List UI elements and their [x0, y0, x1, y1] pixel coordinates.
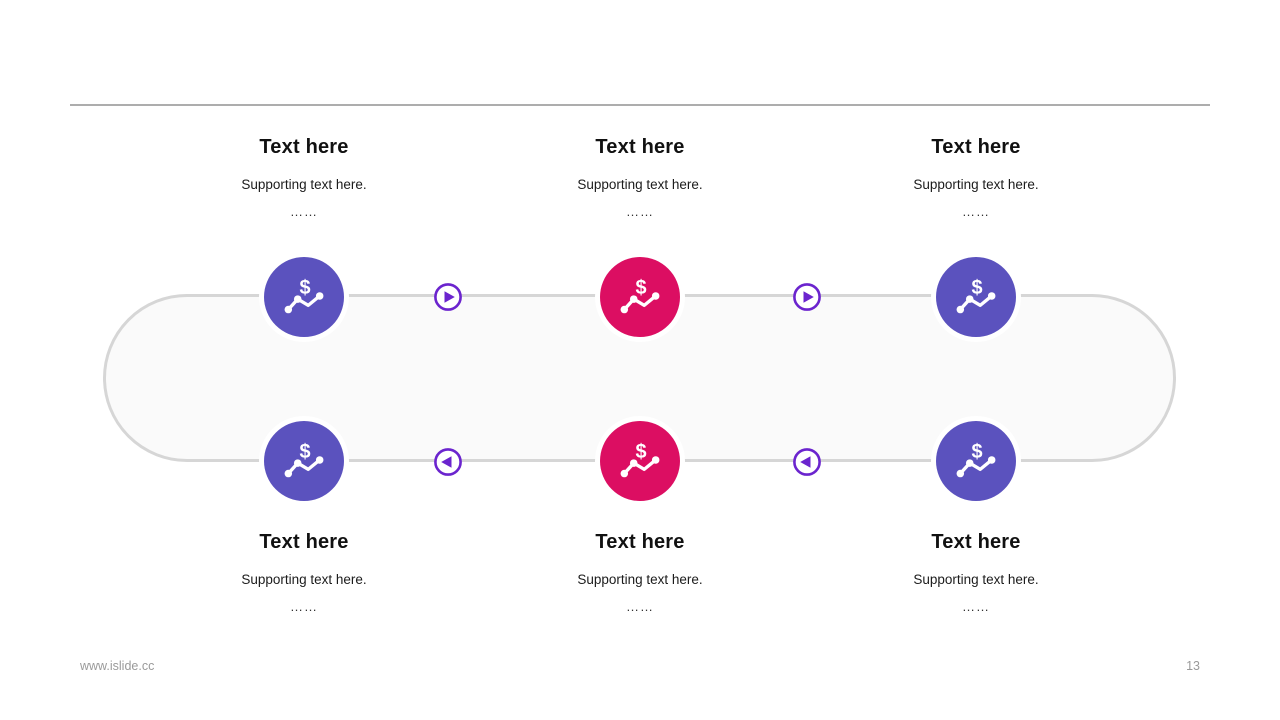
step-ellipsis: …… [290, 204, 318, 219]
step-text-block-top-1: Text here Supporting text here. …… [144, 134, 464, 221]
play-right-icon [433, 282, 463, 312]
step-ellipsis: …… [962, 204, 990, 219]
step-title: Text here [931, 531, 1021, 553]
step-text-block-top-3: Text here Supporting text here. …… [816, 134, 1136, 221]
svg-text:$: $ [300, 277, 311, 299]
step-subtitle: Supporting text here. [241, 177, 367, 192]
play-left-icon [792, 447, 822, 477]
dollar-trend-chart-icon: $ [284, 277, 324, 314]
step-title: Text here [259, 531, 349, 553]
svg-text:$: $ [636, 277, 647, 299]
step-text-block-top-2: Text here Supporting text here. …… [480, 134, 800, 221]
step-ellipsis: …… [626, 204, 654, 219]
step-subtitle: Supporting text here. [913, 177, 1039, 192]
dollar-trend-chart-icon: $ [620, 277, 660, 314]
svg-text:$: $ [972, 441, 983, 463]
svg-text:$: $ [300, 441, 311, 463]
step-subtitle: Supporting text here. [241, 572, 367, 587]
step-text-block-bottom-2: Text here Supporting text here. …… [480, 529, 800, 616]
step-title: Text here [259, 136, 349, 158]
step-ellipsis: …… [290, 599, 318, 614]
top-divider-line [70, 104, 1210, 106]
step-title: Text here [595, 136, 685, 158]
footer-url: www.islide.cc [80, 659, 155, 673]
dollar-trend-chart-icon: $ [956, 441, 996, 478]
step-title: Text here [931, 136, 1021, 158]
dollar-trend-chart-icon: $ [620, 441, 660, 478]
step-subtitle: Supporting text here. [577, 572, 703, 587]
svg-text:$: $ [972, 277, 983, 299]
step-title: Text here [595, 531, 685, 553]
page-number: 13 [1186, 659, 1200, 673]
node-circle: $ [936, 421, 1016, 501]
step-subtitle: Supporting text here. [577, 177, 703, 192]
play-left-icon [433, 447, 463, 477]
dollar-trend-chart-icon: $ [284, 441, 324, 478]
node-circle: $ [264, 421, 344, 501]
dollar-trend-chart-icon: $ [956, 277, 996, 314]
node-circle: $ [264, 257, 344, 337]
node-circle: $ [936, 257, 1016, 337]
step-ellipsis: …… [962, 599, 990, 614]
play-right-icon [792, 282, 822, 312]
node-circle: $ [600, 421, 680, 501]
node-circle: $ [600, 257, 680, 337]
step-text-block-bottom-1: Text here Supporting text here. …… [144, 529, 464, 616]
step-subtitle: Supporting text here. [913, 572, 1039, 587]
svg-text:$: $ [636, 441, 647, 463]
step-text-block-bottom-3: Text here Supporting text here. …… [816, 529, 1136, 616]
step-ellipsis: …… [626, 599, 654, 614]
